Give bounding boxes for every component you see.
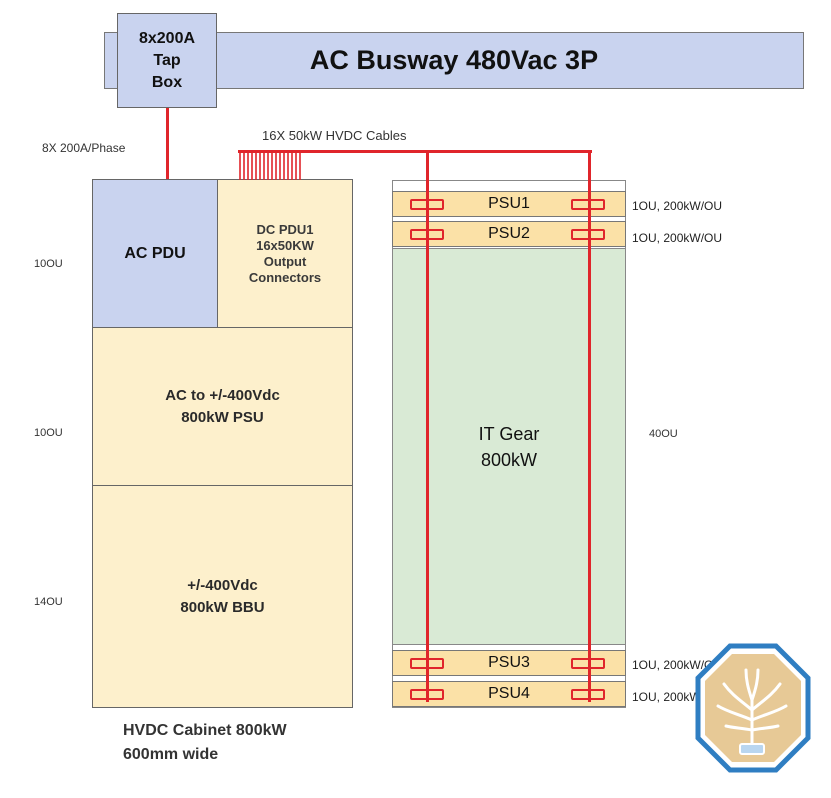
cabinet-caption-2: 600mm wide [123,746,219,763]
cables-label: 16X 50kW HVDC Cables [262,128,407,143]
it-gear-block: IT Gear 800kW [392,248,626,645]
psu3-block: PSU3 [392,650,626,676]
psu-block-line2: 800kW PSU [181,408,264,426]
psu3-spec: 1OU, 200kW/OU [632,658,723,672]
bbu-block-line2: 800kW BBU [180,598,265,616]
psu1-label: PSU1 [488,195,530,212]
psu1-spec: 1OU, 200kW/OU [632,199,723,213]
bbu-block-line1: +/-400Vdc [187,576,258,594]
ac-pdu-label: AC PDU [124,244,186,262]
rack-ou-label: 40OU [649,428,678,440]
psu4-label: PSU4 [488,685,530,702]
psu3-label: PSU3 [488,654,530,671]
dc-pdu-line1: DC PDU1 [256,221,314,237]
watermark-logo-icon [695,643,811,773]
psu-block: AC to +/-400Vdc 800kW PSU [92,327,353,486]
ou-label-mid: 10OU [34,427,63,439]
cable-horizontal-run [300,150,592,153]
phase-label: 8X 200A/Phase [42,141,126,155]
dc-pdu-line3: Output [263,253,307,269]
ac-feed-line [166,108,169,180]
psu2-block: PSU2 [392,221,626,247]
ac-busway-bar: AC Busway 480Vac 3P [104,32,804,89]
tap-box: 8x200A Tap Box [117,13,217,108]
tap-box-line1: 8x200A [138,29,196,47]
cable-drop-right [588,150,591,702]
psu2-spec: 1OU, 200kW/OU [632,231,723,245]
tap-box-line2: Tap [153,51,181,69]
hvdc-cable-bundle [239,151,301,180]
cable-bundle-top [238,150,303,153]
psu4-block: PSU4 [392,681,626,707]
cabinet-caption-1: HVDC Cabinet 800kW [123,722,287,739]
ou-label-top: 10OU [34,258,63,270]
it-gear-line2: 800kW [480,449,538,470]
cable-drop-left [426,150,429,702]
psu-block-line1: AC to +/-400Vdc [165,386,280,404]
ou-label-bot: 14OU [34,596,63,608]
dc-pdu-block: DC PDU1 16x50KW Output Connectors [217,179,353,328]
psu2-label: PSU2 [488,225,530,242]
it-gear-line1: IT Gear [478,423,540,444]
bbu-block: +/-400Vdc 800kW BBU [92,485,353,708]
psu1-block: PSU1 [392,191,626,217]
dc-pdu-line2: 16x50KW [256,237,314,253]
ac-pdu-block: AC PDU [92,179,218,328]
tap-box-line3: Box [151,73,183,91]
busway-title: AC Busway 480Vac 3P [309,45,599,75]
dc-pdu-line4: Connectors [248,269,322,285]
